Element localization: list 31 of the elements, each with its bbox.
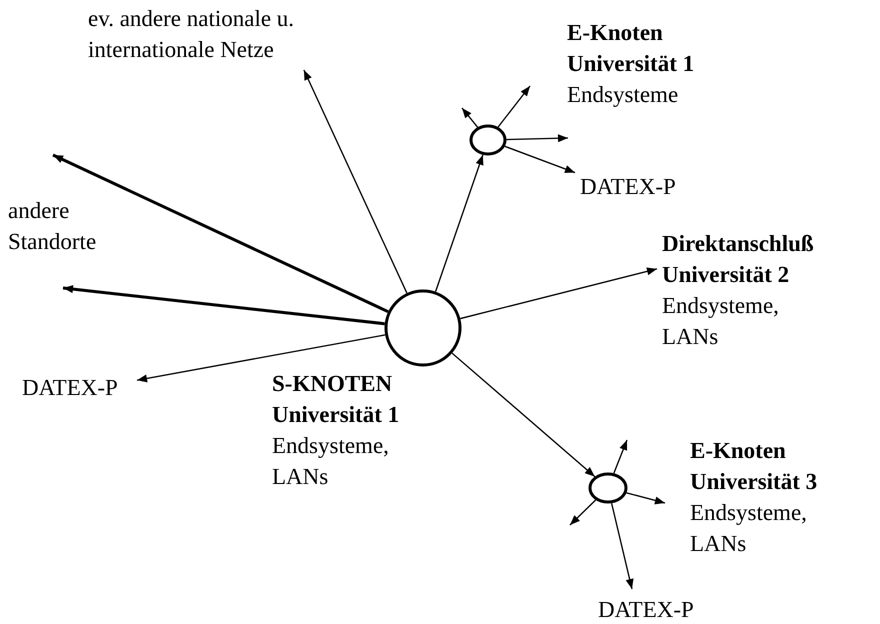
network-label: DATEX-P xyxy=(22,372,132,403)
arrow xyxy=(613,440,628,474)
node-heading: S-KNOTEN Universität 1 xyxy=(272,370,400,429)
network-label: DATEX-P xyxy=(598,594,708,624)
network-label: ev. andere nationale u. internationale Netze xyxy=(88,3,348,65)
network-node-circle xyxy=(588,472,628,504)
arrow xyxy=(626,492,666,504)
network-node-circle xyxy=(384,289,462,367)
arrow xyxy=(303,70,408,294)
arrow xyxy=(498,86,531,128)
arrow xyxy=(462,108,478,128)
arrow xyxy=(62,285,385,326)
node-description: Endsysteme, LANs xyxy=(662,292,780,351)
node-description: Endsysteme, LANs xyxy=(690,499,808,558)
node-heading: Direktanschluß Universität 2 xyxy=(662,230,815,289)
node-description: Endsysteme xyxy=(567,81,680,109)
arrow xyxy=(460,267,658,320)
network-node-circle xyxy=(469,124,507,156)
node-heading: E-Knoten Universität 1 xyxy=(567,19,696,78)
arrow xyxy=(506,134,568,142)
node-heading: E-Knoten Universität 3 xyxy=(690,437,818,496)
arrow xyxy=(610,503,634,590)
arrow xyxy=(570,500,596,526)
arrow xyxy=(136,334,386,382)
arrow xyxy=(434,154,484,292)
arrow xyxy=(52,154,389,314)
arrow xyxy=(452,352,596,478)
location-label: andere Standorte xyxy=(8,197,98,256)
arrow xyxy=(504,146,576,174)
network-label: DATEX-P xyxy=(580,171,690,202)
node-description: Endsysteme, LANs xyxy=(272,432,390,491)
